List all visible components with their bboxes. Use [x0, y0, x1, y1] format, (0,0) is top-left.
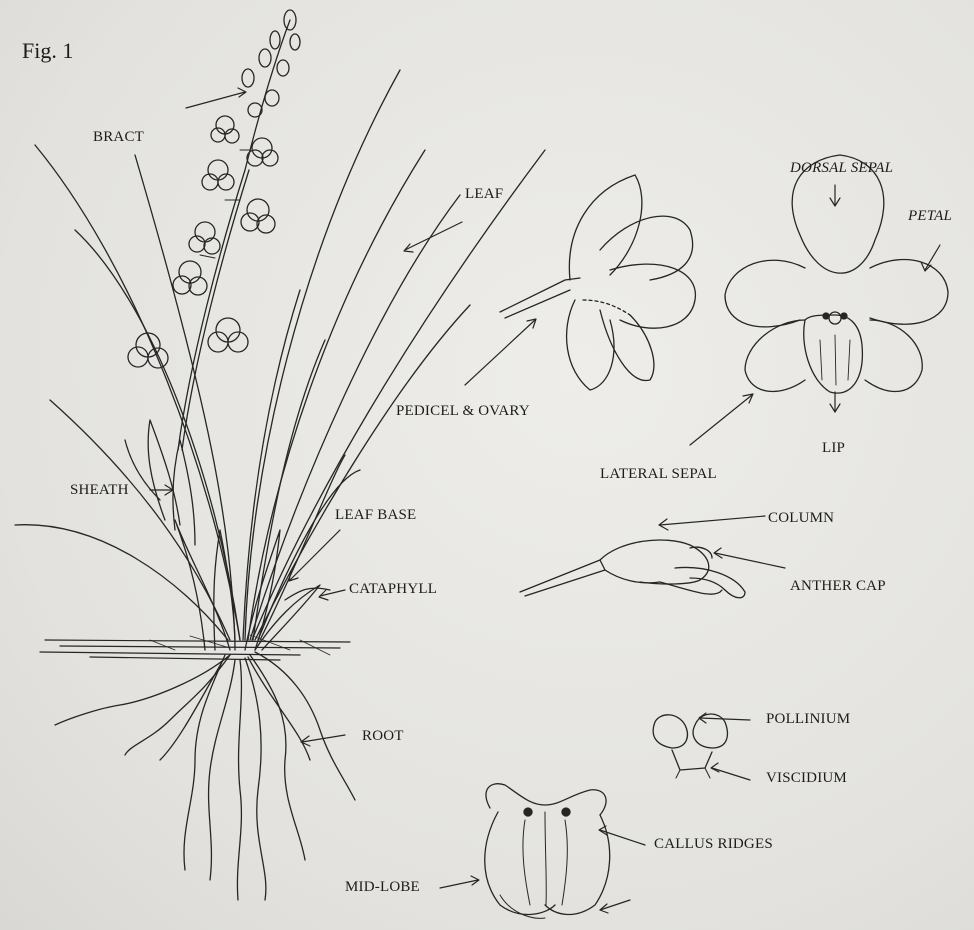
flower-small-5	[189, 222, 220, 254]
flower-small-1	[211, 116, 239, 143]
lip-drawing	[485, 784, 610, 919]
label-mid-lobe: MID-LOBE	[345, 879, 420, 896]
label-root: ROOT	[362, 728, 404, 745]
label-column: COLUMN	[768, 510, 834, 527]
label-sheath: SHEATH	[70, 482, 129, 499]
flower-front-view	[725, 155, 948, 393]
label-leaf: LEAF	[465, 186, 503, 203]
flower-small-4	[241, 199, 275, 233]
figure-caption: Fig. 1	[22, 38, 73, 64]
label-lateral-sepal: LATERAL SEPAL	[600, 466, 717, 483]
label-petal: PETAL	[908, 208, 952, 225]
leaves	[15, 70, 545, 640]
label-pollinium: POLLINIUM	[766, 711, 850, 728]
label-pedicel-ovary: PEDICEL & OVARY	[396, 403, 530, 420]
label-callus-ridges: CALLUS RIDGES	[654, 836, 773, 853]
flower-small-7	[208, 318, 248, 352]
pollinium-drawing	[653, 714, 727, 778]
flower-side-view	[500, 175, 695, 390]
label-lip: LIP	[822, 440, 845, 457]
ground-line	[40, 635, 350, 660]
label-cataphyll: CATAPHYLL	[349, 581, 437, 598]
leaf-bases	[125, 420, 330, 650]
roots	[55, 652, 355, 900]
label-bract: BRACT	[93, 129, 144, 146]
label-leaf-base: LEAF BASE	[335, 507, 416, 524]
flower-small-3	[202, 160, 234, 190]
label-viscidium: VISCIDIUM	[766, 770, 847, 787]
column-drawing	[520, 540, 745, 598]
flower-small-6	[173, 261, 207, 295]
label-dorsal-sepal: DORSAL SEPAL	[790, 160, 893, 177]
label-anther-cap: ANTHER CAP	[790, 578, 886, 595]
